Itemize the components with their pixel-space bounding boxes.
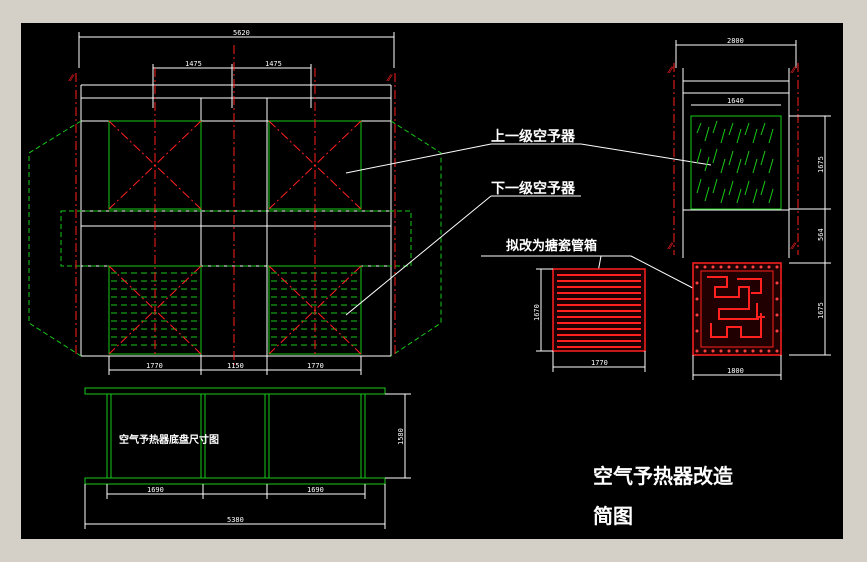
dim-bay-1: 1475	[185, 60, 202, 68]
side-upper-box	[690, 115, 782, 210]
dim-bottom-right: 1770	[307, 362, 324, 370]
casing-right	[390, 120, 442, 357]
side-upper-hatch	[696, 120, 774, 204]
callout-lower-stage: 下一级空予器	[491, 180, 576, 197]
base-bottom-flange	[84, 477, 386, 485]
break-mark-right: ⁄⁄	[386, 74, 394, 84]
dim-base-overall: 5380	[227, 516, 244, 524]
side-break-left-2: ⁄⁄	[667, 242, 675, 252]
callouts: 上一级空予器 下一级空予器 拟改为搪瓷管箱	[345, 128, 742, 316]
dim-new-box-width: 1770	[591, 359, 608, 367]
dim-base-span-right: 1690	[307, 486, 324, 494]
dim-side-gap: 564	[817, 228, 825, 241]
casing-mid-band	[60, 210, 412, 267]
dim-bottom-mid: 1150	[227, 362, 244, 370]
new-box-tubes	[557, 274, 641, 348]
new-tube-box-view: 1670 1770	[533, 268, 646, 372]
base-top-flange	[84, 387, 386, 395]
leader-upper-left	[345, 143, 492, 174]
side-break-right: ⁄⁄	[790, 66, 798, 76]
lower-box-hatch	[111, 272, 359, 346]
cad-drawing: 5620 1475 1475	[28, 29, 831, 529]
side-lower-dots	[695, 265, 779, 353]
front-view: 5620 1475 1475	[28, 29, 442, 375]
side-view: 2800 ⁄⁄ ⁄⁄ ⁄⁄ ⁄⁄ 1640	[667, 37, 831, 380]
drawing-title-line2: 简图	[593, 504, 633, 528]
break-mark-left: ⁄⁄	[68, 74, 76, 84]
base-plan-view: 空气予热器底盘尺寸图 1580 1690 1690 5380	[84, 387, 411, 529]
callout-new-design: 拟改为搪瓷管箱	[506, 238, 597, 254]
dim-side-upper-height: 1675	[817, 156, 825, 173]
leader-lower-left	[345, 195, 492, 316]
callout-upper-stage: 上一级空予器	[491, 128, 576, 145]
dim-base-span-left: 1690	[147, 486, 164, 494]
dim-new-box-height: 1670	[533, 304, 541, 321]
base-plan-title: 空气予热器底盘尺寸图	[119, 433, 219, 446]
drawing-title-block: 空气予热器改造 简图	[593, 464, 734, 528]
side-lower-maze	[707, 276, 765, 338]
side-break-left: ⁄⁄	[667, 66, 675, 76]
drawing-title-line1: 空气予热器改造	[593, 464, 734, 488]
dim-bottom-left: 1770	[146, 362, 163, 370]
dim-side-lower-height: 1675	[817, 302, 825, 319]
dim-side-box-bottom: 1800	[727, 367, 744, 375]
dim-overall-width: 5620	[233, 29, 250, 37]
side-lower-box-inner	[700, 270, 774, 348]
dim-bay-2: 1475	[265, 60, 282, 68]
dim-base-height: 1580	[397, 428, 405, 445]
dim-side-overall: 2800	[727, 37, 744, 45]
dim-side-box-width: 1640	[727, 97, 744, 105]
leader-upper-right	[580, 143, 712, 166]
side-break-right-2: ⁄⁄	[790, 242, 798, 252]
casing-left	[28, 120, 82, 357]
drawing-canvas: 5620 1475 1475	[21, 23, 843, 539]
